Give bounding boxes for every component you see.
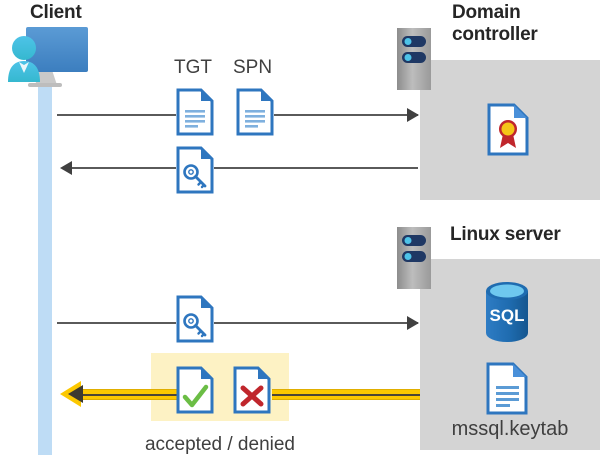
yellow-arrowhead-core-icon	[68, 385, 83, 403]
document-icon-keytab	[486, 362, 528, 415]
document-cross-icon	[233, 366, 271, 414]
label-accepted-denied: accepted / denied	[144, 434, 295, 455]
server-rack-icon	[397, 227, 431, 289]
server-rack-icon	[397, 28, 431, 90]
svg-text:SQL: SQL	[490, 306, 525, 325]
label-keytab-filename: mssql.keytab	[451, 418, 569, 440]
arrowhead-right-icon	[407, 316, 419, 330]
document-certificate-icon	[487, 103, 529, 156]
page-title-domain-controller: Domain controller	[452, 2, 538, 45]
connector-line-response-left	[72, 167, 176, 169]
connector-line-ticket-right	[214, 322, 418, 324]
connector-line-request-left	[57, 114, 176, 116]
document-key-icon	[176, 295, 214, 343]
connector-line-request-right	[274, 114, 418, 116]
page-title-linux-server: Linux server	[450, 224, 561, 245]
document-icon-spn	[236, 88, 274, 136]
page-title-client: Client	[30, 2, 82, 23]
client-computer-user-icon	[6, 20, 96, 92]
document-icon-tgt	[176, 88, 214, 136]
label-tgt: TGT	[174, 57, 212, 78]
yellow-arrow-segment-left	[78, 389, 183, 400]
yellow-arrow-segment-right	[272, 389, 420, 400]
arrowhead-right-icon	[407, 108, 419, 122]
connector-line-response-right	[214, 167, 418, 169]
connector-line-ticket-left	[57, 322, 176, 324]
arrowhead-left-icon	[60, 161, 72, 175]
document-key-icon	[176, 146, 214, 194]
client-lifeline	[38, 72, 52, 455]
label-spn: SPN	[233, 57, 273, 78]
sql-database-icon: SQL	[479, 281, 535, 343]
document-check-icon	[176, 366, 214, 414]
